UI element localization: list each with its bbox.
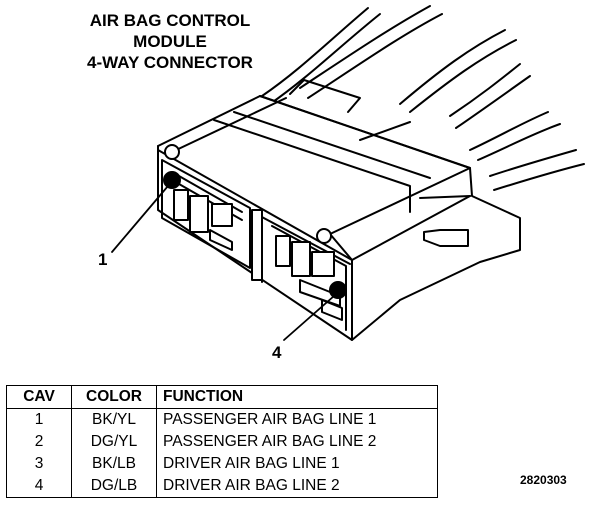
callout-cavity-1: 1 [98,250,108,269]
table-row: 4 DG/LB DRIVER AIR BAG LINE 2 [6,475,438,498]
cell-function: DRIVER AIR BAG LINE 2 [156,475,438,498]
diagram-title: AIR BAG CONTROL MODULE 4-WAY CONNECTOR [40,10,300,73]
locating-pin-right [316,228,332,244]
callout-cavity-4: 4 [272,343,282,362]
table-row: 3 BK/LB DRIVER AIR BAG LINE 1 [6,453,438,475]
cavity-1-marker [163,171,181,189]
leader-line-4 [283,295,335,341]
cell-cav: 2 [6,431,72,453]
header-function: FUNCTION [156,385,438,409]
header-color: COLOR [71,385,157,409]
table-row: 2 DG/YL PASSENGER AIR BAG LINE 2 [6,431,438,453]
cell-cav: 1 [6,408,72,431]
locating-pin-left [164,144,180,160]
cell-function: PASSENGER AIR BAG LINE 2 [156,431,438,453]
cell-color: BK/YL [71,408,157,431]
title-line-3: 4-WAY CONNECTOR [87,53,253,72]
table-row: 1 BK/YL PASSENGER AIR BAG LINE 1 [6,408,438,431]
cavity-4-marker [329,281,347,299]
cell-function: PASSENGER AIR BAG LINE 1 [156,408,438,431]
cell-color: DG/YL [71,431,157,453]
figure-number: 2820303 [520,473,567,487]
title-line-1: AIR BAG CONTROL [89,11,251,30]
header-cav: CAV [6,385,72,409]
leader-line-1 [111,185,169,253]
cell-color: BK/LB [71,453,157,475]
table-header-row: CAV COLOR FUNCTION [6,385,438,409]
latch-tab [423,229,469,247]
title-line-2: MODULE [133,32,207,51]
cell-function: DRIVER AIR BAG LINE 1 [156,453,438,475]
cell-cav: 3 [6,453,72,475]
wire-bundle [261,5,585,191]
connector-illustration [111,5,585,341]
cell-color: DG/LB [71,475,157,498]
connector-body [157,79,521,341]
cell-cav: 4 [6,475,72,498]
cavity-table: CAV COLOR FUNCTION 1 BK/YL PASSENGER AIR… [6,385,438,498]
